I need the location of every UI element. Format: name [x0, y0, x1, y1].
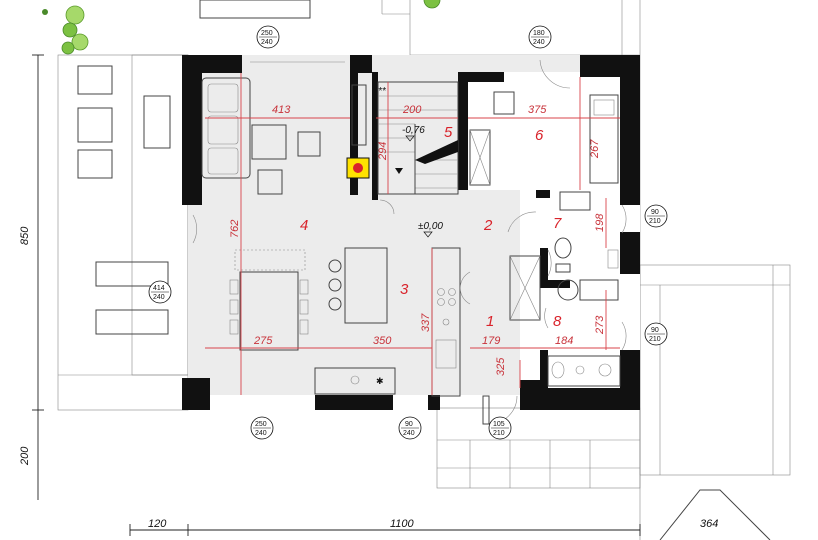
room-number-5: 5: [444, 124, 453, 141]
dim-413: 413: [272, 104, 291, 116]
level-ground: ±0,00: [418, 221, 443, 232]
opening-tag: 180 240: [528, 25, 552, 49]
dim-1100: 1100: [390, 518, 415, 530]
dim-294: 294: [377, 142, 389, 161]
living-furniture: [201, 61, 345, 195]
dim-200: 200: [402, 104, 422, 116]
opening-tag: 250 240: [256, 25, 280, 49]
tag-w: 250: [255, 421, 267, 428]
room-number-6: 6: [535, 127, 544, 144]
svg-text:✱: ✱: [376, 377, 384, 387]
level-marks: ±0,00 -0,76 **: [378, 86, 443, 238]
dim-325: 325: [495, 357, 507, 376]
tag-h: 210: [649, 218, 661, 225]
dim-120: 120: [148, 518, 167, 530]
exterior-dimension-labels: 850 200 120 1100 364: [19, 226, 718, 530]
bathroom-fixtures: [554, 191, 619, 273]
terrace-furniture: [77, 0, 311, 335]
dim-273: 273: [594, 315, 606, 335]
dimension-labels: 413 200 375 294 267 762 198 275 350 337 …: [229, 104, 606, 376]
tag-h: 210: [493, 430, 505, 437]
dim-179: 179: [482, 335, 500, 347]
stair-marker: **: [378, 86, 387, 97]
tag-h: 210: [649, 336, 661, 343]
dim-200-left: 200: [19, 446, 31, 466]
dim-350: 350: [373, 335, 392, 347]
dim-198: 198: [594, 213, 606, 232]
opening-tag: 250 240: [250, 416, 274, 440]
opening-tag: 90 210: [644, 322, 668, 346]
dim-762: 762: [229, 220, 241, 238]
opening-tag: 414 240: [148, 280, 172, 304]
kitchen-island: ✱: [314, 247, 396, 395]
fireplace-icon: [346, 157, 370, 179]
opening-tag: 90 210: [644, 204, 668, 228]
dimension-lines: [205, 73, 620, 395]
tag-w: 90: [651, 209, 659, 216]
tag-h: 240: [153, 294, 165, 301]
tag-w: 90: [651, 327, 659, 334]
tag-w: 105: [493, 421, 505, 428]
exterior-dimension-lines: [32, 54, 641, 536]
room-number-7: 7: [553, 215, 562, 232]
tag-w: 414: [153, 285, 165, 292]
walls: [182, 55, 640, 410]
level-stair: -0,76: [402, 125, 425, 136]
dim-275: 275: [253, 335, 273, 347]
dining-furniture: [229, 249, 309, 351]
dim-337: 337: [420, 313, 432, 332]
dim-267: 267: [589, 139, 601, 159]
tag-w: 90: [405, 421, 413, 428]
staircase: [351, 81, 459, 215]
room-number-2: 2: [483, 217, 493, 234]
room-number-1: 1: [486, 313, 494, 330]
room-labels: 1 2 3 4 5 6 7 8: [300, 124, 562, 330]
tag-w: 180: [533, 30, 545, 37]
tag-h: 240: [255, 430, 267, 437]
opening-tag: 90 240: [398, 416, 422, 440]
room-6-furniture: [493, 59, 619, 184]
room-number-4: 4: [300, 217, 308, 234]
opening-tag: 105 210: [488, 416, 512, 440]
wardrobe: [469, 129, 541, 321]
tag-w: 250: [261, 30, 273, 37]
room-number-8: 8: [553, 313, 562, 330]
laundry-fixtures: [547, 279, 621, 387]
plant-icon: [42, 0, 441, 55]
room-number-3: 3: [400, 281, 409, 298]
dim-364: 364: [700, 518, 718, 530]
dim-850: 850: [19, 226, 31, 245]
dim-375: 375: [528, 104, 547, 116]
tag-h: 240: [261, 39, 273, 46]
dim-184: 184: [555, 335, 573, 347]
tag-h: 240: [533, 39, 545, 46]
tag-h: 240: [403, 430, 415, 437]
